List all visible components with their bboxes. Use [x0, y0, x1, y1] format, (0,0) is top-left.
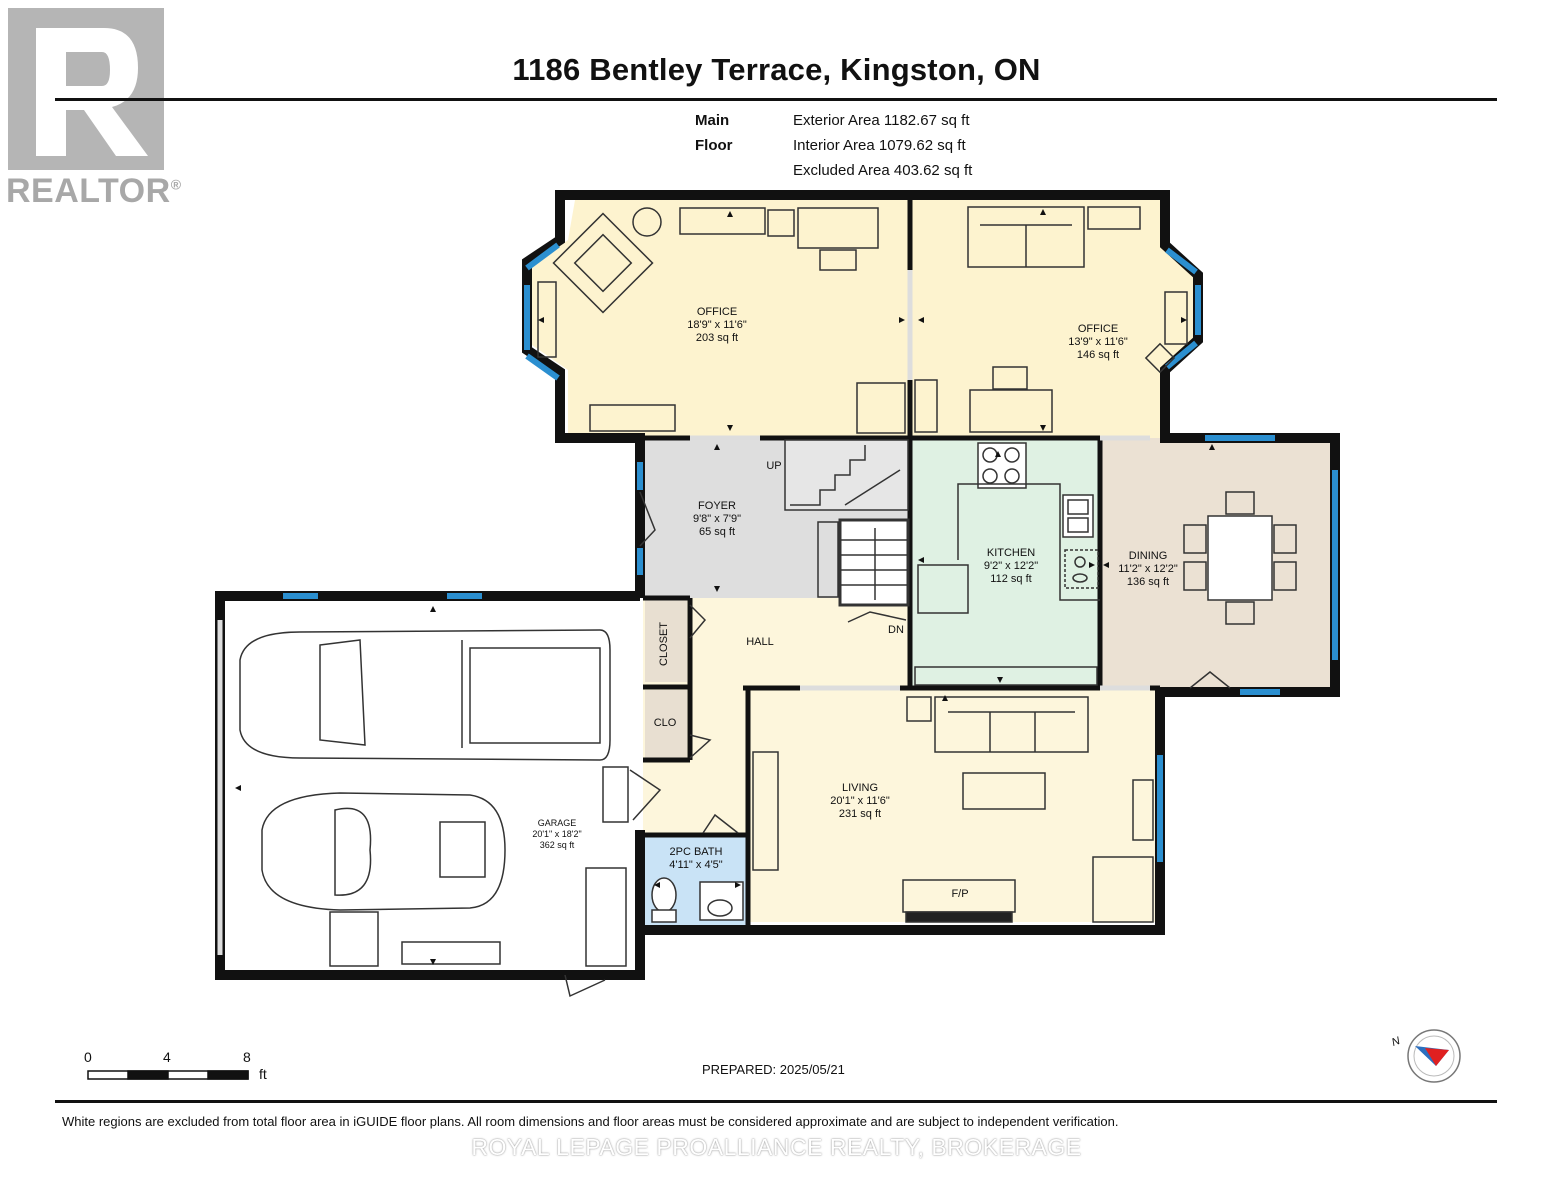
- compass-icon: [1407, 1029, 1461, 1083]
- closet-floor: [645, 600, 687, 682]
- foyer-fixtures: [602, 521, 839, 823]
- realtor-wordmark: REALTOR®: [6, 172, 182, 210]
- closet-label: CLOSET: [658, 621, 670, 666]
- windows: [283, 242, 1338, 862]
- prepared-date: PREPARED: 2025/05/21: [702, 1062, 845, 1077]
- measurement-arrows: [235, 209, 1215, 965]
- living-furniture: [752, 696, 1154, 923]
- interior-area: Interior Area 1079.62 sq ft: [793, 137, 966, 154]
- bath-fixtures: [651, 877, 744, 923]
- garage-fixtures: [239, 629, 627, 967]
- hall-floor: [643, 598, 910, 835]
- floor-label: Main Floor: [695, 112, 733, 154]
- realtor-logo: [8, 8, 164, 170]
- excluded-area: Excluded Area 403.62 sq ft: [793, 162, 973, 179]
- clo-label: CLO: [653, 717, 677, 729]
- scale-bar: [87, 1070, 249, 1080]
- scale-tick-0: 0: [84, 1049, 92, 1065]
- scale-tick-4: 4: [163, 1049, 171, 1065]
- staircase: [784, 439, 910, 607]
- kitchen-fixtures: [914, 442, 1100, 686]
- dining-table: [1183, 491, 1297, 625]
- office-right-furniture: [914, 206, 1188, 433]
- page-title: 1186 Bentley Terrace, Kingston, ON: [512, 52, 1041, 87]
- stairs-down-label: DN: [888, 624, 904, 636]
- office-left-floor: [532, 200, 908, 438]
- stairs-up-label: UP: [766, 460, 782, 472]
- hall-label: HALL: [746, 636, 774, 648]
- scale-tick-8: 8: [243, 1049, 251, 1065]
- office-left-furniture: [537, 207, 906, 434]
- doors: [564, 491, 1231, 998]
- exterior-area: Exterior Area 1182.67 sq ft: [793, 112, 970, 129]
- wall-bath: [635, 830, 748, 935]
- wall-office-right: [748, 190, 1340, 935]
- fireplace-label: F/P: [951, 888, 969, 900]
- disclaimer-text: White regions are excluded from total fl…: [62, 1114, 1119, 1129]
- scale-unit: ft: [259, 1066, 267, 1082]
- living-floor: [750, 690, 1160, 922]
- title-divider: [55, 98, 1497, 101]
- office-right-floor: [912, 200, 1193, 438]
- brokerage-watermark: ROYAL LEPAGE PROALLIANCE REALTY, BROKERA…: [471, 1134, 1082, 1160]
- clo-floor: [645, 690, 687, 758]
